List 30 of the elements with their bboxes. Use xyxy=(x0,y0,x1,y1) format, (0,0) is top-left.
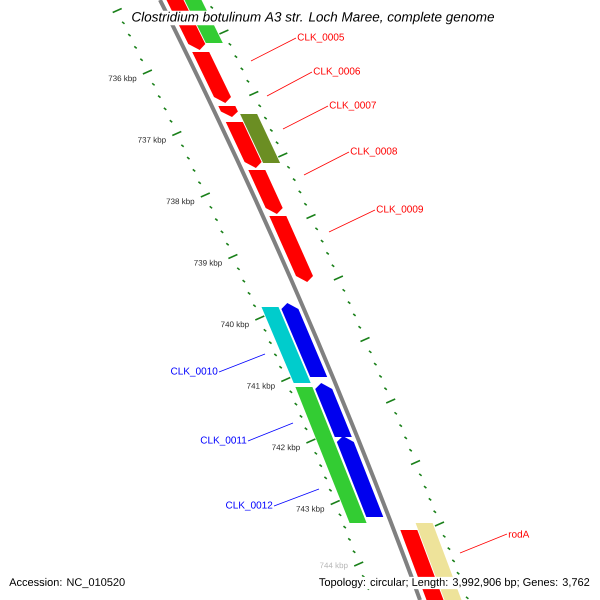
scale-label: 742 kbp xyxy=(272,444,300,452)
gene-label: CLK_0007 xyxy=(330,102,376,110)
scale-label: 738 kbp xyxy=(166,198,194,206)
scale-label: 744 kbp xyxy=(320,562,348,570)
footer-text: Accession: NC_010520 xyxy=(8,576,126,590)
leader-line xyxy=(274,488,320,506)
gene-label: CLK_0011 xyxy=(200,436,246,446)
leader-line xyxy=(218,354,266,372)
leader-line xyxy=(328,210,376,232)
gene-label: CLK_0009 xyxy=(376,206,423,214)
footer-text: Topology: circular; Length: 3,992,906 bp; Genes: 3,762 xyxy=(318,576,591,590)
leader-line xyxy=(250,38,296,62)
scale-label: 743 kbp xyxy=(296,506,324,514)
gene-label: CLK_0008 xyxy=(350,148,398,156)
leader-line xyxy=(248,422,294,442)
scale-label: 739 kbp xyxy=(194,260,222,268)
scale-label: 740 kbp xyxy=(221,321,249,329)
title: Clostridium botulinum A3 str. Loch Maree, complete genome xyxy=(130,10,496,26)
gene-label: CLK_0010 xyxy=(171,368,218,376)
leader-line xyxy=(304,152,350,176)
scale-label: 737 kbp xyxy=(138,136,166,144)
gene-label: CLK_0012 xyxy=(226,502,272,510)
gene-label: CLK_0006 xyxy=(314,68,360,76)
gene-label: rodA xyxy=(508,530,530,538)
leader-line xyxy=(282,106,328,130)
leader-line xyxy=(266,72,312,96)
leader-line xyxy=(460,534,508,554)
gene-label: CLK_0005 xyxy=(298,34,344,42)
scale-label: 736 kbp xyxy=(108,75,136,83)
scale-label: 741 kbp xyxy=(247,382,275,390)
